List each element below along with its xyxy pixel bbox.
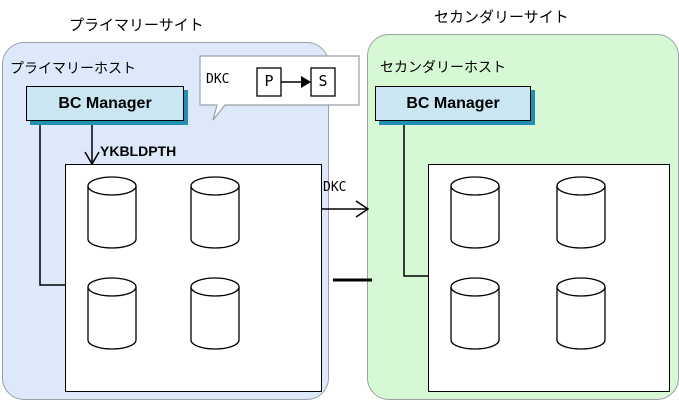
secondary-bc-manager-box: BC Manager [375,86,531,121]
primary-bc-manager-label: BC Manager [58,94,152,112]
callout-s-label: S [318,72,328,90]
primary-host-title: プライマリーホスト [10,61,136,77]
secondary-storage [428,164,670,392]
secondary-bc-manager-label: BC Manager [406,94,500,112]
secondary-host-title: セカンダリーホスト [380,60,506,76]
primary-bc-manager-box: BC Manager [26,86,184,121]
primary-site-title: プライマリーサイト [69,16,204,34]
primary-storage [65,164,322,392]
callout-dkc-label: DKC [206,72,230,87]
secondary-site-title: セカンダリーサイト [434,8,569,26]
dkc-callout [199,55,360,121]
callout-p-label: P [264,72,274,90]
link-dkc-label: DKC [323,180,347,195]
ykbldpth-label: YKBLDPTH [100,143,177,159]
